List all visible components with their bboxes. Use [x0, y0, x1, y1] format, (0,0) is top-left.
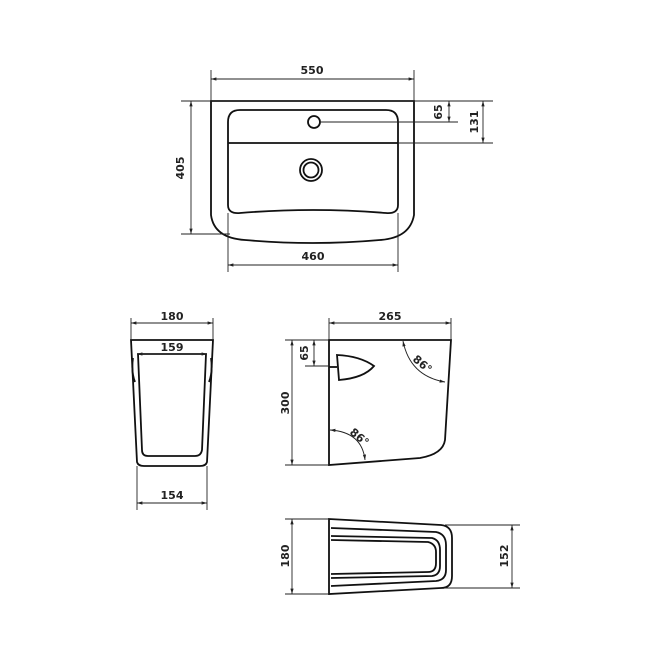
label-180-bottom: 180 — [279, 544, 292, 567]
basin-rim — [227, 109, 399, 214]
bottom-view: 180 152 — [279, 518, 520, 595]
label-460: 460 — [302, 250, 325, 263]
front-view: 180 159 154 — [130, 310, 214, 510]
angle-arc-bottom — [329, 428, 367, 461]
pedestal-front-inner — [137, 353, 207, 457]
label-265: 265 — [379, 310, 402, 323]
pedestal-bottom-outline — [328, 518, 453, 595]
label-550: 550 — [301, 64, 324, 77]
label-86-top: 86° — [410, 353, 434, 376]
label-131: 131 — [468, 111, 481, 134]
tap-hole — [307, 115, 321, 129]
label-86-bottom: 86° — [347, 426, 371, 449]
label-300: 300 — [279, 391, 292, 414]
angle-arc-top — [402, 340, 446, 383]
top-view: 550 405 65 131 460 — [174, 64, 493, 272]
label-159: 159 — [161, 341, 184, 354]
label-65-side: 65 — [298, 345, 311, 360]
basin-outline — [210, 100, 415, 244]
overflow-shape — [336, 354, 376, 381]
label-152: 152 — [498, 545, 511, 568]
label-65-top: 65 — [432, 104, 445, 119]
pedestal-front-outline — [130, 339, 214, 467]
pedestal-side-outline — [328, 339, 452, 466]
label-405: 405 — [174, 157, 187, 180]
side-view: 265 300 65 86° 86° — [279, 310, 452, 466]
drain — [299, 158, 323, 182]
label-180-front: 180 — [161, 310, 184, 323]
label-154: 154 — [161, 489, 184, 502]
